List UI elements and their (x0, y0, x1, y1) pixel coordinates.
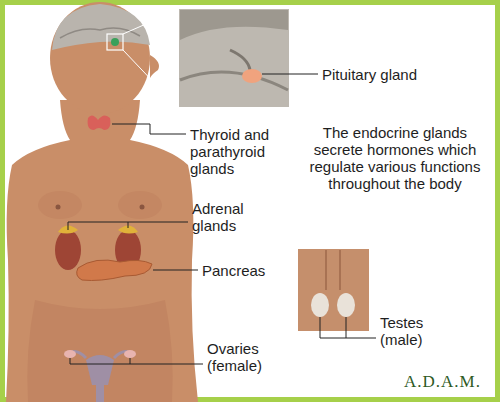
uterus (86, 355, 114, 385)
ovary (64, 350, 76, 358)
part-label: Pituitary gland (322, 66, 417, 83)
testis (337, 293, 355, 317)
kidney (55, 230, 81, 270)
part-label: Pancreas (202, 262, 265, 279)
part-label-box: Thyroid and parathyroid glands (190, 126, 295, 177)
testes-inset (297, 248, 370, 332)
head (50, 2, 150, 114)
note-text: The endocrine glands secrete hormones wh… (310, 124, 481, 192)
leader-lines (68, 74, 376, 364)
part-label: Ovaries (female) (207, 340, 262, 374)
part-label: Adrenal glands (192, 200, 244, 234)
part-label-box: Pancreas (202, 262, 302, 279)
torso (6, 100, 198, 402)
breast (118, 191, 162, 219)
breast (38, 191, 82, 219)
pituitary-dot (111, 38, 119, 46)
part-label: Thyroid and parathyroid glands (190, 126, 269, 177)
watermark: A.D.A.M. (404, 372, 481, 391)
part-label-box: Testes (male) (380, 314, 470, 348)
pancreas (77, 260, 152, 281)
note-text-box: The endocrine glands secrete hormones wh… (300, 124, 490, 192)
part-label-box: Ovaries (female) (207, 340, 297, 374)
pituitary-gland (242, 69, 262, 83)
ovary (124, 350, 136, 358)
thyroid (88, 115, 111, 130)
brain (52, 4, 150, 50)
part-label: Testes (male) (380, 314, 423, 348)
hips (27, 300, 172, 402)
watermark-box: A.D.A.M. (404, 373, 494, 390)
testis (311, 293, 329, 317)
pituitary-inset (178, 8, 290, 108)
part-label-box: Adrenal glands (192, 200, 282, 234)
part-label-box: Pituitary gland (322, 66, 472, 83)
